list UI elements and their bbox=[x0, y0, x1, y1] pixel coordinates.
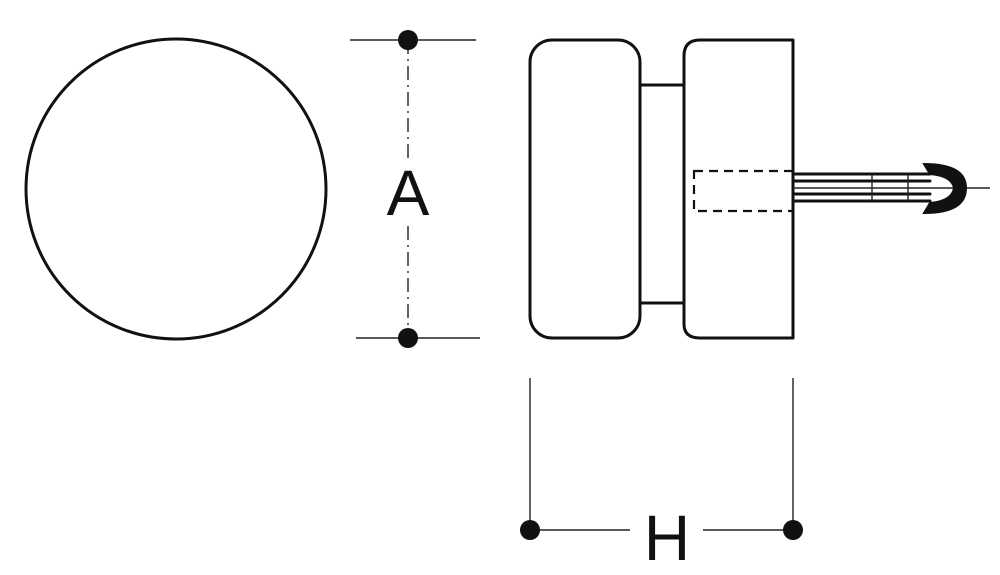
screw bbox=[791, 162, 990, 215]
dimension-a-bottom-dot bbox=[398, 328, 418, 348]
side-view-base bbox=[682, 38, 795, 340]
dimension-h-left-dot bbox=[520, 520, 540, 540]
dimension-a-top-dot bbox=[398, 30, 418, 50]
screw-head bbox=[922, 162, 968, 215]
dimension-h-right-dot bbox=[783, 520, 803, 540]
dimension-h-label: H bbox=[644, 502, 690, 574]
side-view-front-cap bbox=[528, 38, 642, 340]
front-view-circle bbox=[24, 37, 328, 341]
dimension-a-label: A bbox=[387, 157, 430, 229]
hidden-threaded-insert bbox=[692, 169, 795, 213]
